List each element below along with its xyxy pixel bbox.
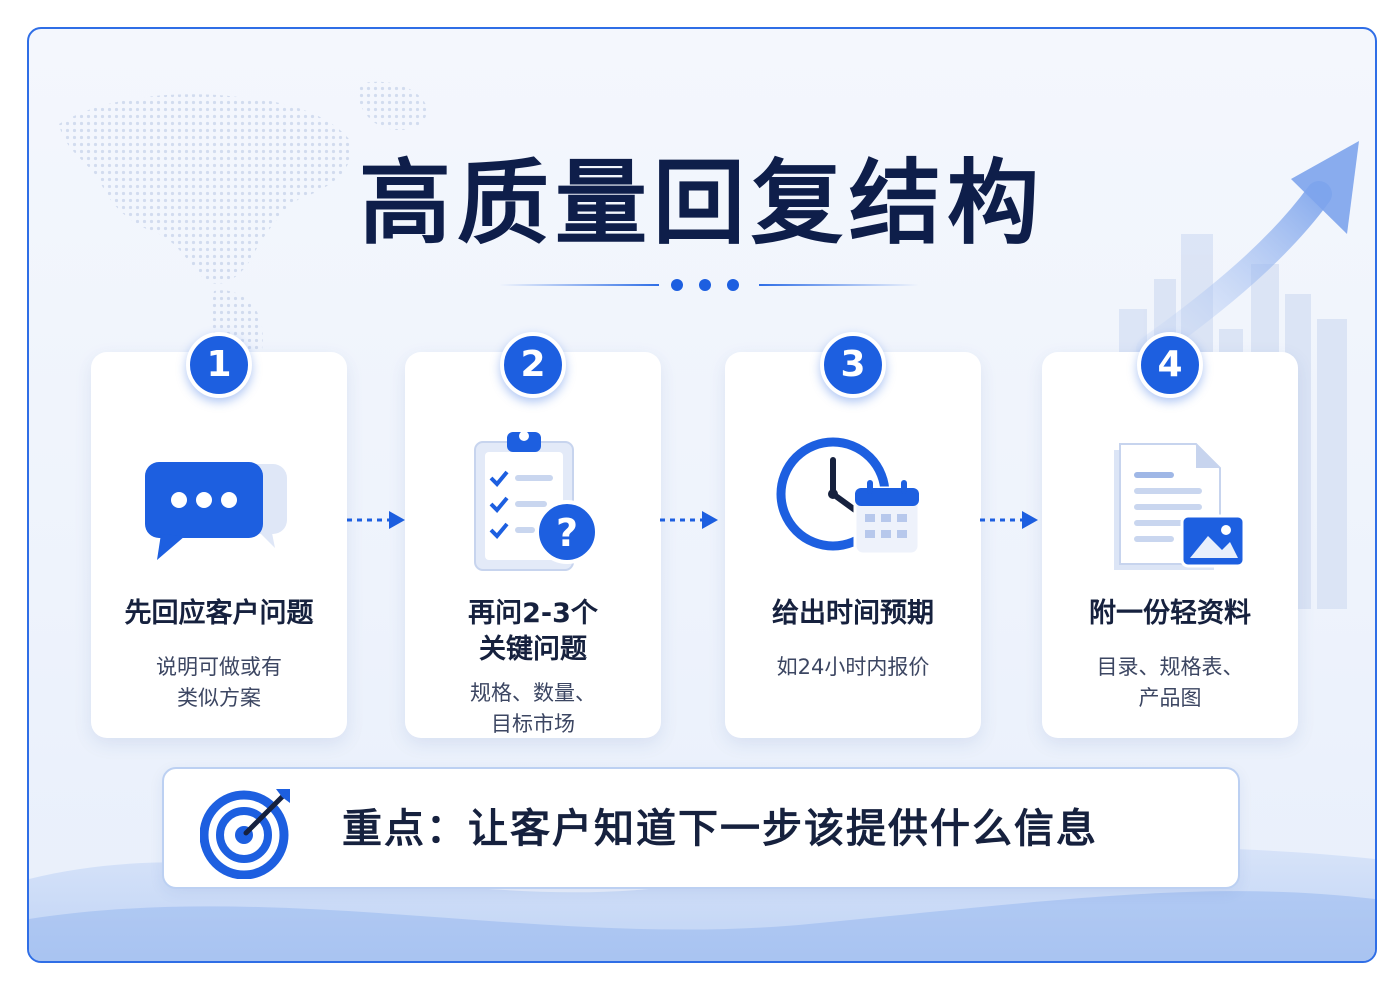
infographic-frame: 高质量回复结构 1 先回应客户问题 说明可做或有 类似方案 xyxy=(27,27,1377,963)
chat-bubble-icon xyxy=(145,462,287,560)
step-number-badge: 1 xyxy=(186,332,252,398)
step-number-badge: 4 xyxy=(1137,332,1203,398)
wave-decoration-front xyxy=(29,891,1375,961)
page-title: 高质量回复结构 xyxy=(358,150,1045,257)
step-title: 再问2-3个 关键问题 xyxy=(468,598,598,665)
flow-arrow-3 xyxy=(980,511,1038,529)
flow-arrow-2 xyxy=(660,511,718,529)
clock-calendar-icon xyxy=(776,437,921,556)
step-number-badge: 3 xyxy=(820,332,886,398)
step-title: 给出时间预期 xyxy=(772,598,934,629)
step-title: 附一份轻资料 xyxy=(1089,598,1251,629)
svg-text:?: ? xyxy=(556,511,578,555)
step-description: 目录、规格表、 产品图 xyxy=(1096,655,1244,710)
clipboard-question-icon: ? xyxy=(474,431,599,571)
step-number-badge: 2 xyxy=(500,332,566,398)
step-card-1: 1 先回应客户问题 说明可做或有 类似方案 xyxy=(91,332,347,738)
step-description: 规格、数量、 目标市场 xyxy=(470,681,596,736)
growth-arrow-decoration xyxy=(1136,141,1359,362)
step-title: 先回应客户问题 xyxy=(124,598,314,629)
step-card-3: 3 给出时间预期 如24小时内报价 xyxy=(725,332,981,738)
key-point-text: 重点：让客户知道下一步该提供什么信息 xyxy=(342,806,1098,852)
step-card-4: 4 附一份轻资料 目录、规格表、 产品图 xyxy=(1042,332,1298,738)
step-description: 如24小时内报价 xyxy=(776,655,930,679)
title-divider xyxy=(499,275,919,295)
document-image-icon xyxy=(1114,443,1246,570)
step-card-2: 2 ? 再问2-3个 关键问题 规格、数量、 目标市场 xyxy=(405,332,661,738)
key-point-panel: 重点：让客户知道下一步该提供什么信息 xyxy=(162,767,1240,889)
flow-arrow-1 xyxy=(347,511,405,529)
step-description: 说明可做或有 类似方案 xyxy=(156,655,282,710)
target-icon xyxy=(200,789,290,879)
